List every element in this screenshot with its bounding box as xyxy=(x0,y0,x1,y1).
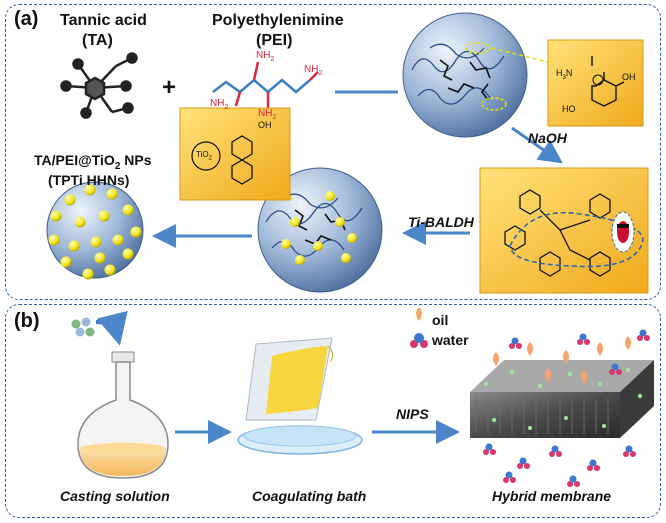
tannic-acid-molecule-icon xyxy=(60,52,138,119)
panel-b-label: (b) xyxy=(14,310,40,332)
pei-chain-icon xyxy=(212,61,319,108)
tannic-acid-title: Tannic acid xyxy=(60,12,147,29)
card-oh-label: OH xyxy=(622,72,636,82)
step-coagulating-bath: Coagulating bath xyxy=(252,488,367,504)
legend-water: water xyxy=(432,332,469,348)
product-title: TA/PEI@TiO2 NPs xyxy=(34,152,152,172)
coagulating-bath-icon xyxy=(237,337,363,455)
oil-droplets-group xyxy=(493,336,631,384)
add-arrow-icon xyxy=(95,310,128,346)
hybrid-membrane-icon xyxy=(470,360,654,438)
middle-card-oh-label: OH xyxy=(258,120,272,130)
pei-title: Polyethylenimine xyxy=(212,12,344,29)
ta-pei-complex-sphere xyxy=(402,12,528,138)
tannic-acid-abbr: (TA) xyxy=(82,32,113,49)
panel-b-frame xyxy=(5,304,661,518)
ti-baldh-label: Ti-BALDH xyxy=(408,214,474,230)
panel-a-frame xyxy=(5,4,661,300)
naoh-label: NaOH xyxy=(528,130,567,146)
tio2-circle-label: TiO2 xyxy=(196,150,212,162)
ionic-interaction-card xyxy=(547,39,644,127)
product-abbr: (TPTi HHNs) xyxy=(48,172,130,188)
panel-a-label: (a) xyxy=(14,8,39,30)
step-hybrid-membrane: Hybrid membrane xyxy=(492,488,612,504)
pei-nh2-left: NH2 xyxy=(210,98,229,111)
nanoparticle-cluster-icon xyxy=(71,317,95,337)
water-molecule-icon xyxy=(410,333,428,348)
pei-nh2-top: NH2 xyxy=(256,50,275,63)
card-ho-label: HO xyxy=(562,104,576,114)
pei-abbr: (PEI) xyxy=(256,32,293,49)
pei-nh2-right: NH2 xyxy=(304,64,323,77)
card-h3n-label: H3N xyxy=(556,68,573,81)
tio2-coordination-card xyxy=(179,107,291,201)
flask-icon xyxy=(77,351,169,479)
pei-nh2-bottom: NH2 xyxy=(258,108,277,121)
oil-droplet-icon xyxy=(416,307,422,321)
tpti-nanoparticle-sphere xyxy=(46,181,144,280)
nips-label: NIPS xyxy=(396,406,429,422)
step-casting-solution: Casting solution xyxy=(60,488,170,504)
plus-sign: + xyxy=(162,74,177,101)
water-molecules-group xyxy=(483,329,650,487)
legend-oil: oil xyxy=(432,312,449,328)
